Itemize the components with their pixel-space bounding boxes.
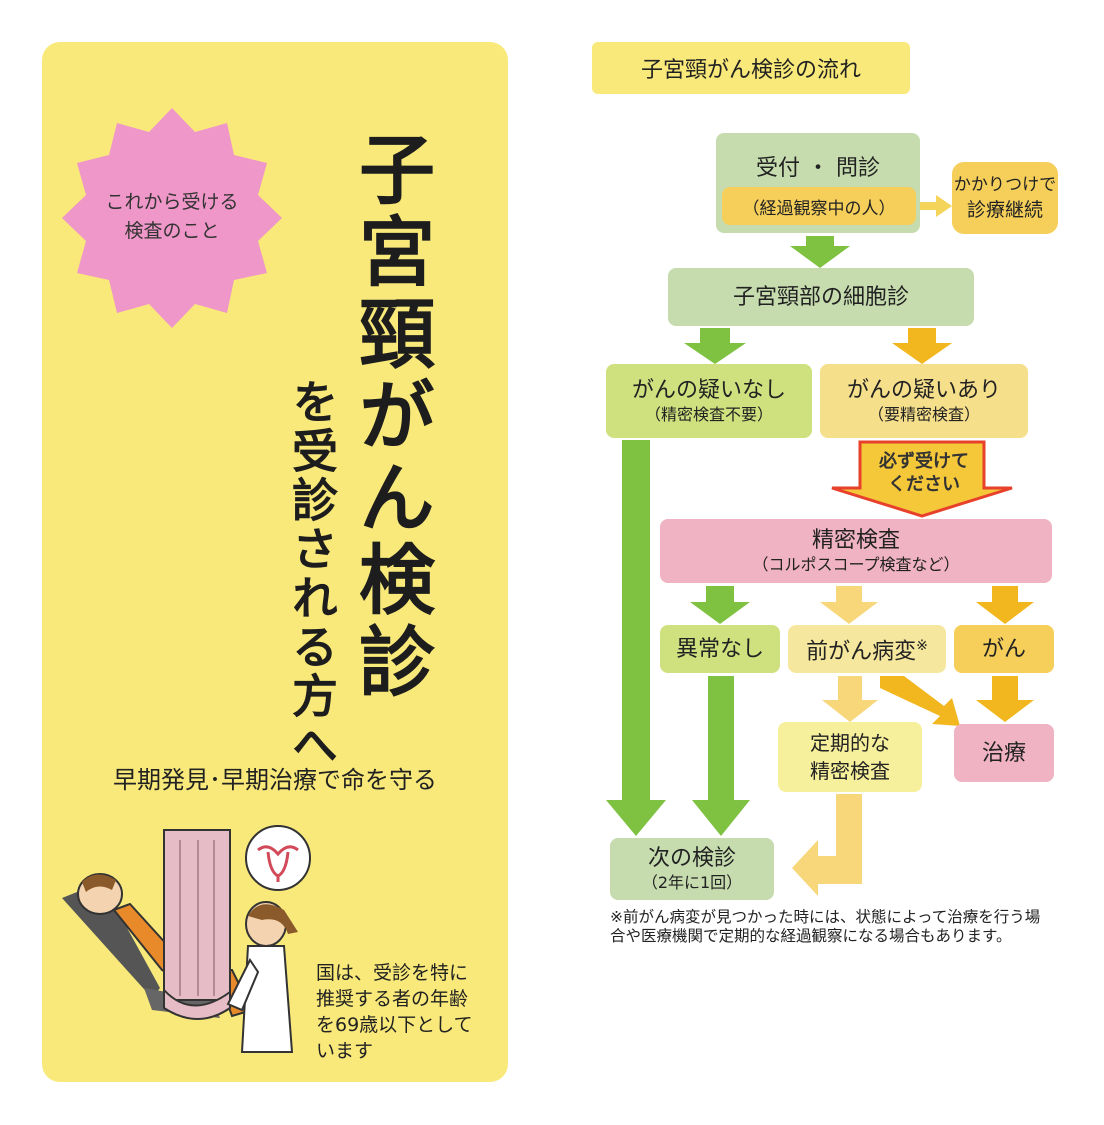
no-suspicion-sub: （精密検査不要） <box>644 405 773 424</box>
badge-line: 検査のこと <box>124 220 220 242</box>
uterus-icon <box>257 845 299 882</box>
sub-title: を受診される方へ <box>285 378 339 770</box>
precancer-box: 前がん病変※ <box>788 625 946 673</box>
next-screening-sub: （2年に1回） <box>641 873 743 892</box>
arrow-down-orange <box>976 586 1034 624</box>
family-doctor-box: かかりつけで 診療継続 <box>952 162 1058 234</box>
precancer-label: 前がん病変 <box>806 639 917 665</box>
arrow-elbow-yellow <box>792 794 862 896</box>
detailed-exam-sub: （コルポスコープ検査など） <box>752 555 960 574</box>
must-take-text: 必ず受けて ください <box>862 450 986 496</box>
arrow-diagonal-orange <box>880 676 960 726</box>
doctor-arm <box>226 958 260 1012</box>
arrow-down-green <box>790 236 850 268</box>
examination-illustration <box>62 825 311 1053</box>
arrow-down-lightorange <box>820 586 878 624</box>
precancer-row: 前がん病変※ <box>806 633 928 665</box>
flowchart-title: 子宮頸がん検診の流れ <box>592 42 910 94</box>
badge-starburst <box>62 108 282 328</box>
footnote: ※前がん病変が見つかった時には、状態によって治療を行う場合や医療機関で定期的な経… <box>610 908 1041 945</box>
arrow-down-orange <box>976 676 1034 722</box>
no-suspicion-label: がんの疑いなし <box>631 378 786 403</box>
must-line: 必ず受けて <box>879 451 969 472</box>
next-screening-label: 次の検診 <box>647 846 736 871</box>
note-line: を69歳以下として <box>316 1014 473 1036</box>
cytology-box: 子宮頸部の細胞診 <box>668 268 974 326</box>
periodic-line: 精密検査 <box>810 759 890 783</box>
note-line: います <box>316 1040 374 1062</box>
periodic-exam-box: 定期的な 精密検査 <box>778 722 922 792</box>
note-line: 国は、受診を特に <box>316 962 469 984</box>
arrow-down-green-long <box>692 676 750 836</box>
doctor-line: 診療継続 <box>966 199 1043 221</box>
suspicion-box: がんの疑いあり （要精密検査） <box>820 364 1028 438</box>
observation-box: （経過観察中の人） <box>722 187 916 225</box>
treatment-box: 治療 <box>954 724 1054 782</box>
precancer-note-mark: ※ <box>916 637 928 654</box>
no-abnormality-box: 異常なし <box>660 625 780 673</box>
main-title: 子宮頸がん検診 <box>346 130 435 704</box>
curtain-drape <box>163 987 231 1020</box>
periodic-line: 定期的な <box>810 731 890 755</box>
arrow-down-lightorange <box>822 676 878 722</box>
must-take-arrow <box>831 440 1013 518</box>
reception-label: 受付 ・ 問診 <box>756 156 880 181</box>
arrow-down-green-long <box>606 440 666 836</box>
slogan: 早期発見･早期治療で命を守る <box>113 766 437 794</box>
must-line: ください <box>888 474 960 495</box>
next-screening-box: 次の検診 （2年に1回） <box>610 838 774 900</box>
no-suspicion-box: がんの疑いなし （精密検査不要） <box>606 364 812 438</box>
arrow-down-green <box>690 586 750 624</box>
badge-shape <box>62 108 282 328</box>
arrow-right-yellow <box>916 195 952 217</box>
arrow-down-green <box>684 328 746 364</box>
detailed-exam-label: 精密検査 <box>811 528 900 553</box>
badge-line: これから受ける <box>105 191 239 213</box>
arrow-down-orange <box>892 328 952 364</box>
badge-text: これから受ける 検査のこと <box>62 188 282 246</box>
doctor-hair <box>248 904 298 934</box>
age-recommendation-note: 国は、受診を特に 推奨する者の年齢 を69歳以下として います <box>316 960 496 1064</box>
speech-bubble <box>245 825 311 891</box>
doctor-line: かかりつけで <box>953 175 1057 195</box>
patient-hair <box>82 874 116 892</box>
detailed-exam-box: 精密検査 （コルポスコープ検査など） <box>660 519 1052 583</box>
note-line: 推奨する者の年齢 <box>316 988 469 1010</box>
suspicion-label: がんの疑いあり <box>846 378 1001 403</box>
cancer-box: がん <box>954 625 1054 673</box>
suspicion-sub: （要精密検査） <box>867 405 980 424</box>
